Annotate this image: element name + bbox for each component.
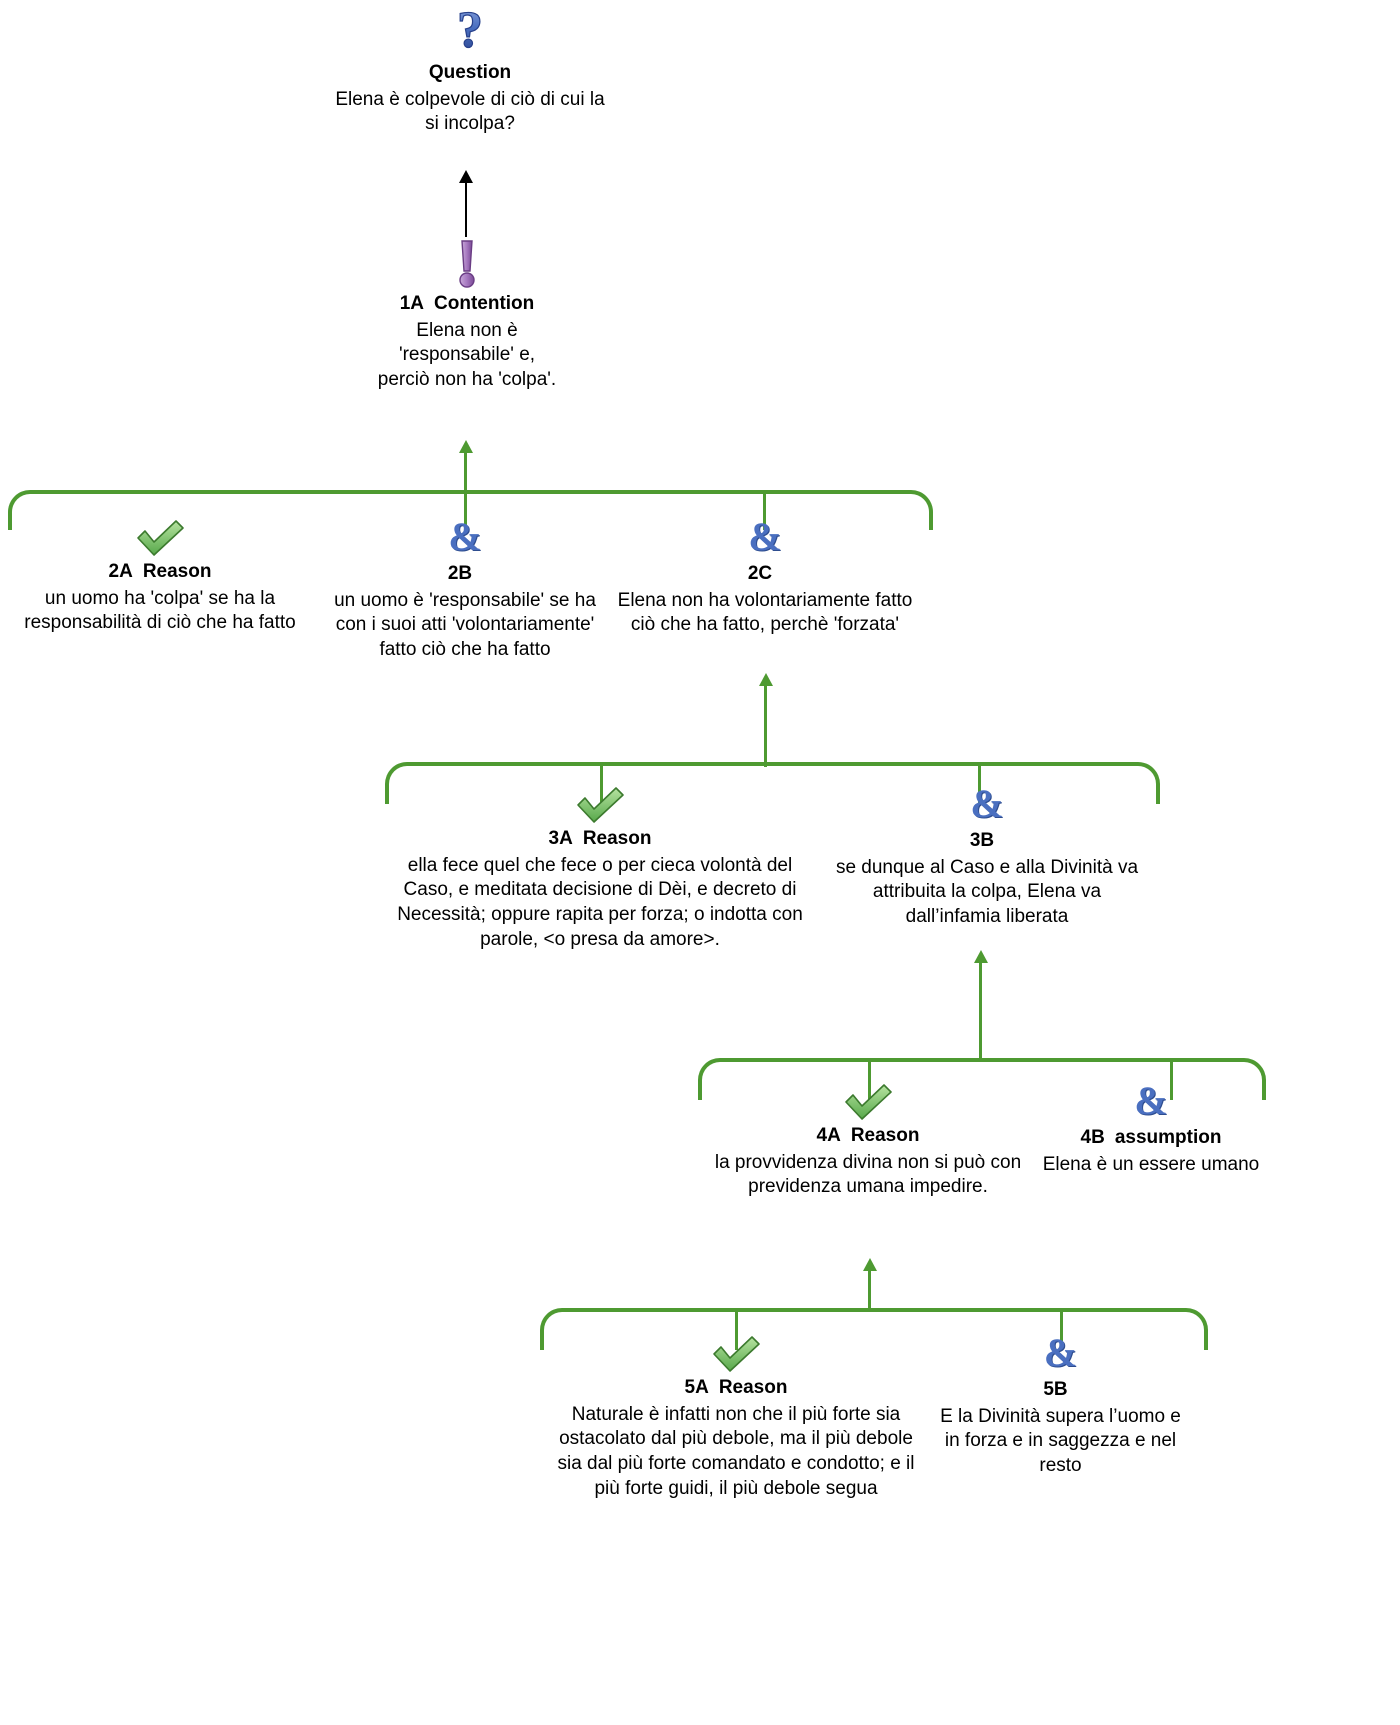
node-3a-number: 3A [548, 828, 573, 849]
riser-4a [868, 1062, 871, 1100]
green-check-icon [709, 1334, 763, 1374]
node-1a-header: 1A Contention [372, 292, 562, 316]
node-5b-text: E la Divinità supera l’uomo e in forza e… [940, 1405, 1181, 1477]
riser-4b [1170, 1062, 1173, 1100]
node-question-text: Elena è colpevole di ciò di cui la si in… [335, 88, 605, 135]
node-5b-number: 5B [1043, 1379, 1068, 1400]
ampersand-icon: & [748, 514, 782, 560]
node-2a-reason[interactable]: 2A Reason un uomo ha 'colpa' se ha la res… [10, 518, 310, 636]
question-mark-icon: ? [449, 1, 491, 59]
node-1a-text: Elena non è 'responsabile' e, perciò non… [377, 319, 557, 391]
node-3a-reason[interactable]: 3A Reason ella fece quel che fece o per c… [395, 785, 805, 953]
node-3b-header: 3B [828, 829, 1146, 853]
node-2b-number: 2B [447, 563, 473, 584]
node-3a-header: 3A Reason [395, 827, 805, 851]
node-3a-type: Reason [582, 828, 652, 849]
bracket-level-2 [8, 490, 933, 530]
node-3a-text: ella fece quel che fece o per cieca volo… [397, 854, 803, 950]
ampersand-icon: & [1043, 1330, 1078, 1376]
node-2a-header: 2A Reason [10, 560, 310, 584]
green-check-icon [573, 785, 627, 825]
node-2a-number: 2A [108, 561, 133, 582]
node-2a-text: un uomo ha 'colpa' se ha la responsabili… [24, 587, 296, 634]
node-4b-header: 4B assumption [1040, 1126, 1262, 1150]
riser-3a [600, 766, 603, 804]
node-question-type: Question [428, 62, 512, 83]
node-2c-header: 2C [615, 562, 915, 586]
connector-level4-to-3b [979, 962, 982, 1062]
ampersand-glyph: & [748, 514, 782, 559]
ampersand-glyph: & [1043, 1330, 1078, 1375]
node-4b-assumption[interactable]: & 4B assumption Elena è un essere umano [1040, 1078, 1262, 1177]
node-2b-header: 2B [325, 562, 605, 586]
bracket-level-3 [385, 762, 1160, 804]
node-3b-number: 3B [969, 830, 995, 851]
arrowhead-1a-to-question [459, 170, 473, 183]
node-3b-text: se dunque al Caso e alla Divinità va att… [835, 856, 1139, 928]
node-4a-header: 4A Reason [712, 1124, 1024, 1148]
ampersand-icon: & [1134, 1078, 1168, 1124]
arrowhead-level4-to-3b [974, 950, 988, 963]
green-check-icon [133, 518, 187, 558]
ampersand-glyph: & [1134, 1078, 1168, 1123]
node-question-header: Question [335, 61, 605, 85]
ampersand-icon: & [970, 781, 1004, 827]
node-4b-text: Elena è un essere umano [1042, 1153, 1260, 1175]
node-3b[interactable]: & 3B se dunque al Caso e alla Divinità v… [828, 781, 1146, 930]
node-4a-type: Reason [850, 1125, 920, 1146]
ampersand-glyph: & [970, 781, 1004, 826]
riser-2b [464, 494, 467, 530]
svg-text:?: ? [457, 5, 483, 59]
node-5b-header: 5B [938, 1378, 1183, 1402]
connector-level3-to-2c [764, 685, 767, 767]
arrowhead-level2-to-1a [459, 440, 473, 453]
node-1a-type: Contention [434, 293, 535, 314]
node-5a-type: Reason [718, 1377, 788, 1398]
node-5a-reason[interactable]: 5A Reason Naturale è infatti non che il p… [550, 1334, 922, 1502]
arrowhead-level5-to-4a [863, 1258, 877, 1271]
node-2b-text: un uomo è 'responsabile' se ha con i suo… [334, 589, 596, 661]
node-question[interactable]: ? Question Elena è colpevole di ciò di c… [335, 1, 605, 137]
riser-2c [763, 494, 766, 530]
node-5b[interactable]: & 5B E la Divinità supera l’uomo e in fo… [938, 1330, 1183, 1479]
node-5a-text: Naturale è infatti non che il più forte … [557, 1403, 915, 1499]
riser-5b [1060, 1312, 1063, 1350]
node-1a-number: 1A [399, 293, 425, 314]
node-4b-type: assumption [1114, 1127, 1222, 1148]
bracket-level-4 [698, 1058, 1266, 1100]
node-2c-text: Elena non ha volontariamente fatto ciò c… [617, 589, 913, 636]
node-5a-header: 5A Reason [550, 1376, 922, 1400]
node-5a-number: 5A [684, 1377, 709, 1398]
riser-3b [978, 766, 981, 804]
ampersand-glyph: & [448, 514, 482, 559]
node-2c-number: 2C [747, 563, 773, 584]
connector-1a-to-question [465, 182, 467, 237]
connector-level5-to-4a [868, 1270, 871, 1312]
node-2c[interactable]: & 2C Elena non ha volontariamente fatto … [615, 514, 915, 638]
node-2a-type: Reason [142, 561, 212, 582]
connector-level2-to-1a [464, 452, 467, 494]
exclamation-mark-icon [453, 238, 481, 290]
node-2b[interactable]: & 2B un uomo è 'responsabile' se ha con … [325, 514, 605, 663]
node-4a-reason[interactable]: 4A Reason la provvidenza divina non si pu… [712, 1082, 1024, 1200]
node-4a-text: la provvidenza divina non si può con pre… [714, 1151, 1022, 1198]
bracket-level-5 [540, 1308, 1208, 1350]
node-1a-contention[interactable]: 1A Contention Elena non è 'responsabile' … [372, 238, 562, 393]
node-4b-number: 4B [1080, 1127, 1105, 1148]
node-4a-number: 4A [816, 1125, 841, 1146]
riser-5a [735, 1312, 738, 1350]
ampersand-icon: & [448, 514, 482, 560]
arrowhead-level3-to-2c [759, 673, 773, 686]
green-check-icon [841, 1082, 895, 1122]
